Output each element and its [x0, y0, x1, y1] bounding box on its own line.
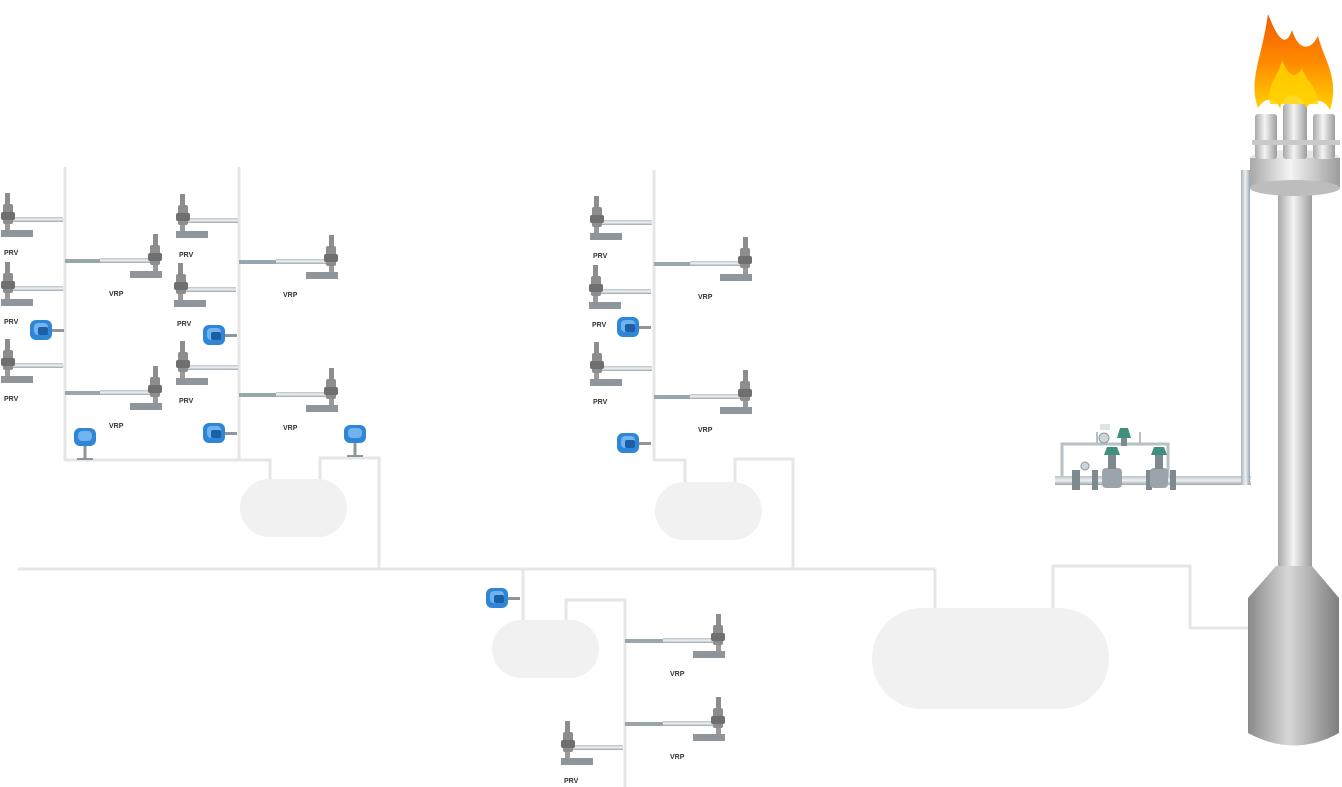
prv-label: PRV — [592, 322, 607, 329]
prv-label: PRV — [4, 319, 19, 326]
prv-valve — [176, 194, 238, 238]
pressure-transmitter-icon — [203, 325, 237, 345]
flare-header-drum — [872, 608, 1109, 709]
prv-valve — [590, 196, 652, 240]
prv-label: PRV — [593, 253, 608, 260]
control-valve-icon — [1117, 428, 1131, 438]
knockout-vessel-3 — [492, 620, 599, 678]
prv-valve — [174, 263, 236, 307]
prv-label: PRV — [177, 321, 192, 328]
unit-2-branch: PRV PRV PRV VRP VRP — [589, 170, 795, 569]
prv-label: PRV — [593, 399, 608, 406]
pressure-transmitter-icon — [486, 588, 520, 608]
prv-label-mirrored: VRP — [283, 425, 298, 432]
prv-valve — [1, 262, 63, 306]
prv-valve — [100, 366, 162, 410]
pressure-transmitter-icon — [74, 428, 96, 460]
prv-label-mirrored: VRP — [698, 427, 713, 434]
knockout-vessel-1 — [240, 479, 347, 537]
prv-label-mirrored: VRP — [698, 294, 713, 301]
prv-valve — [276, 368, 338, 412]
pressure-transmitter-icon — [30, 320, 64, 340]
control-valve-skid — [1055, 170, 1251, 490]
prv-label: PRV — [4, 396, 19, 403]
prv-valve — [176, 341, 238, 385]
pressure-transmitter-icon — [617, 433, 651, 453]
prv-valve — [663, 614, 725, 658]
prv-label: PRV — [564, 778, 579, 785]
unit-3-branch: VRP VRP PRV — [486, 569, 725, 787]
prv-label-mirrored: VRP — [670, 754, 685, 761]
prv-label-mirrored: VRP — [109, 291, 124, 298]
knockout-vessel-2 — [655, 482, 762, 540]
control-valve-icon — [1104, 447, 1120, 455]
unit-1-branch: PRV PRV PRV VRP VRP PRV PRV PRV VRP VRP — [1, 167, 381, 569]
control-valve-icon — [1102, 468, 1122, 488]
prv-label-mirrored: VRP — [283, 292, 298, 299]
prv-label-mirrored: VRP — [670, 671, 685, 678]
prv-valve — [1, 193, 63, 237]
pressure-transmitter-icon — [203, 423, 237, 443]
prv-valve — [690, 370, 752, 414]
flare-knockout-drum — [1248, 566, 1339, 746]
control-valve-icon — [1151, 447, 1167, 455]
prv-valve — [589, 265, 651, 309]
prv-label: PRV — [4, 250, 19, 257]
prv-label: PRV — [179, 252, 194, 259]
prv-valve — [590, 342, 652, 386]
pressure-transmitter-icon — [617, 317, 651, 337]
prv-valve — [663, 697, 725, 741]
prv-valve — [690, 237, 752, 281]
prv-valve — [100, 234, 162, 278]
prv-valve — [561, 721, 623, 765]
prv-label: PRV — [179, 398, 194, 405]
main-flare-header — [18, 564, 1250, 630]
prv-valve — [1, 339, 63, 383]
flare-stack — [1248, 14, 1340, 746]
pressure-transmitter-icon — [344, 425, 366, 457]
prv-valve — [276, 235, 338, 279]
prv-label-mirrored: VRP — [109, 423, 124, 430]
